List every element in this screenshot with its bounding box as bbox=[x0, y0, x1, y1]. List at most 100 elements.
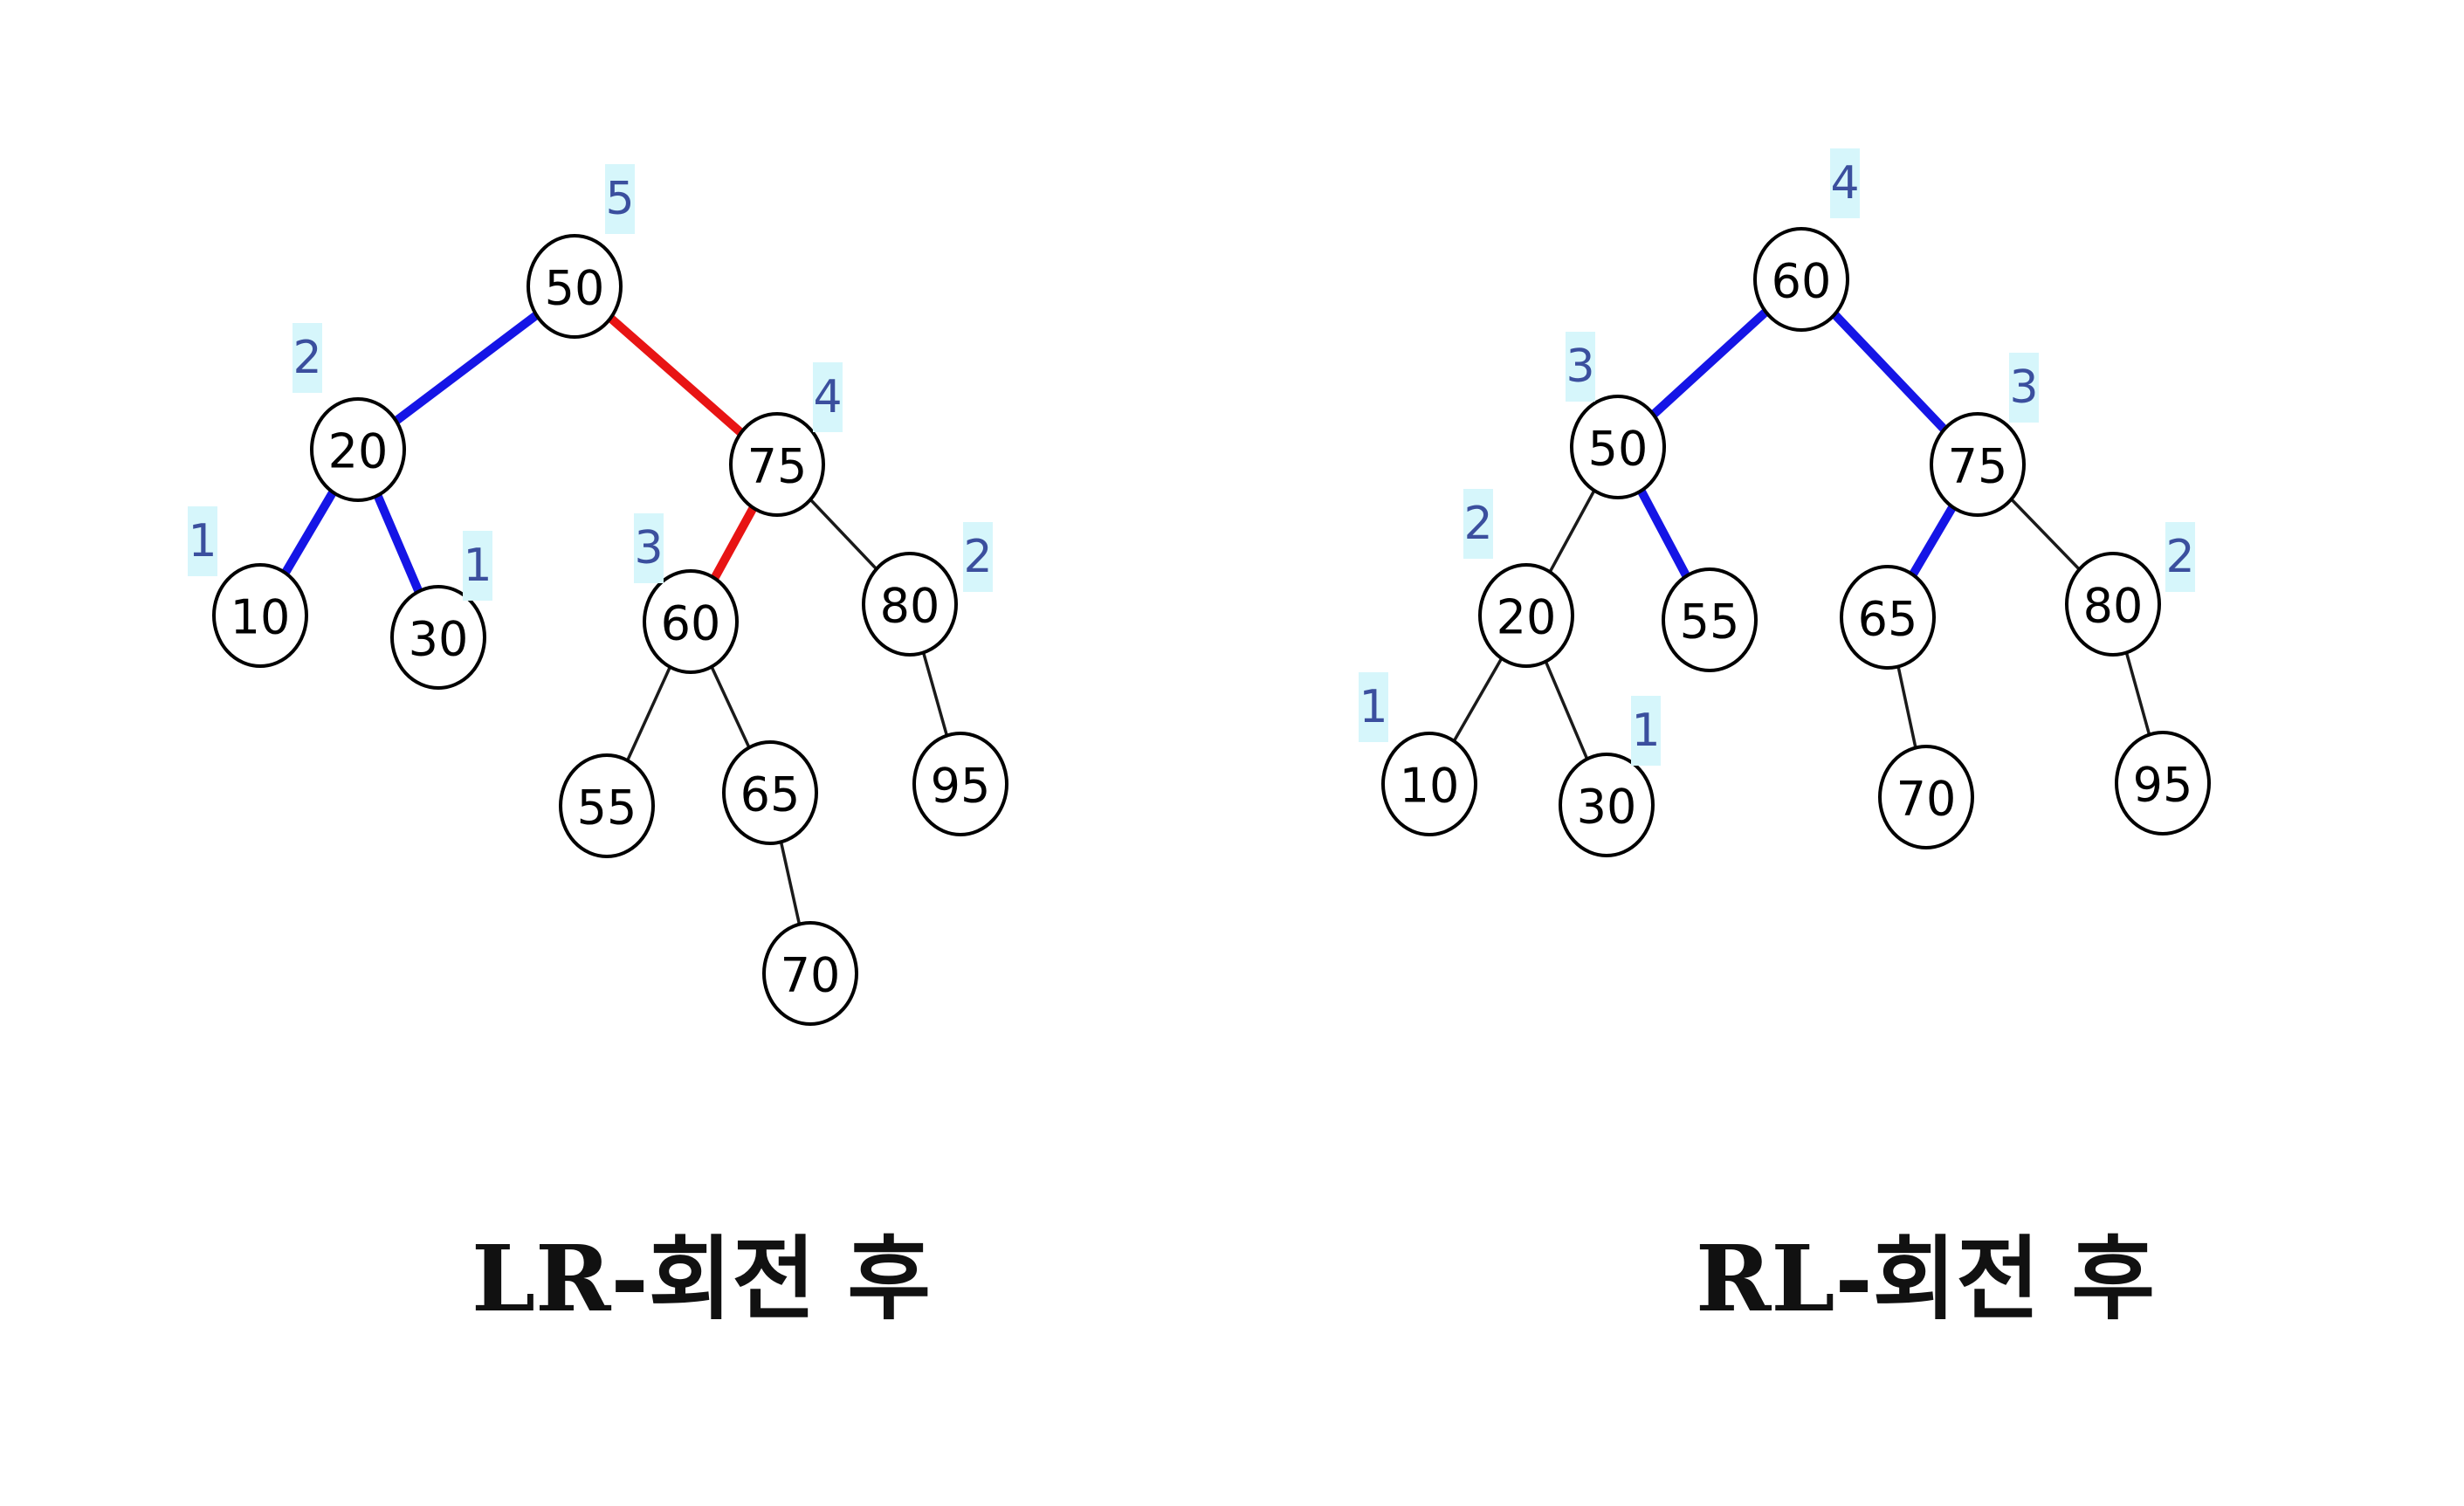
height-badge-bg bbox=[813, 362, 843, 432]
node-label: 70 bbox=[781, 948, 841, 1003]
node-label: 10 bbox=[231, 590, 291, 645]
node-label: 95 bbox=[2133, 758, 2193, 813]
node-10: 10 bbox=[212, 563, 308, 668]
node-circle bbox=[729, 412, 825, 517]
height-badge-80: 2 bbox=[2165, 522, 2195, 592]
height-badge-50: 3 bbox=[1566, 332, 1595, 402]
node-circle bbox=[1381, 732, 1477, 836]
node-circle bbox=[2115, 731, 2211, 836]
rl-caption: RL-회전 후 bbox=[1696, 1225, 2155, 1332]
node-circle bbox=[1840, 565, 1936, 670]
node-95: 95 bbox=[912, 732, 1008, 836]
node-label: 70 bbox=[1896, 772, 1957, 827]
height-badge-bg bbox=[463, 531, 492, 601]
node-20: 20 bbox=[310, 397, 406, 502]
node-circle bbox=[212, 563, 308, 668]
height-badge-bg bbox=[1463, 489, 1493, 559]
node-circle bbox=[762, 921, 858, 1026]
node-circle bbox=[1930, 412, 2026, 517]
node-70: 70 bbox=[1878, 745, 1974, 849]
height-badge-bg bbox=[1830, 148, 1860, 218]
height-badge-75: 3 bbox=[2009, 353, 2039, 423]
node-label: 50 bbox=[545, 261, 605, 316]
node-label: 55 bbox=[1680, 595, 1740, 650]
node-circle bbox=[1559, 753, 1655, 857]
height-badge-30: 1 bbox=[463, 531, 492, 601]
node-50: 50 bbox=[1570, 395, 1666, 499]
height-badge-60: 4 bbox=[1830, 148, 1860, 218]
height-badge-bg bbox=[634, 513, 664, 583]
node-circle bbox=[912, 732, 1008, 836]
height-label: 3 bbox=[1566, 340, 1594, 393]
node-65: 65 bbox=[1840, 565, 1936, 670]
node-20: 20 bbox=[1478, 563, 1574, 668]
node-50: 50 bbox=[527, 234, 623, 339]
height-label: 1 bbox=[188, 515, 217, 567]
node-30: 30 bbox=[1559, 753, 1655, 857]
height-badge-10: 1 bbox=[1359, 672, 1388, 742]
node-label: 10 bbox=[1400, 759, 1460, 814]
height-badge-30: 1 bbox=[1631, 696, 1661, 766]
node-circle bbox=[1753, 227, 1849, 332]
node-65: 65 bbox=[722, 740, 818, 845]
height-label: 2 bbox=[2165, 531, 2194, 583]
height-label: 3 bbox=[634, 522, 663, 574]
height-badge-bg bbox=[963, 522, 993, 592]
height-label: 2 bbox=[963, 531, 992, 583]
height-badge-bg bbox=[188, 506, 217, 576]
height-badge-60: 3 bbox=[634, 513, 664, 583]
node-55: 55 bbox=[559, 753, 655, 858]
node-label: 75 bbox=[747, 439, 808, 494]
node-10: 10 bbox=[1381, 732, 1477, 836]
height-label: 2 bbox=[293, 332, 321, 384]
node-label: 95 bbox=[931, 759, 991, 814]
height-badge-bg bbox=[605, 164, 635, 234]
node-circle bbox=[310, 397, 406, 502]
height-label: 1 bbox=[1631, 705, 1660, 757]
height-badge-20: 2 bbox=[1463, 489, 1493, 559]
node-circle bbox=[527, 234, 623, 339]
height-badge-10: 1 bbox=[188, 506, 217, 576]
node-label: 80 bbox=[2083, 579, 2144, 634]
node-circle bbox=[1478, 563, 1574, 668]
node-60: 60 bbox=[1753, 227, 1849, 332]
height-label: 2 bbox=[1463, 498, 1492, 550]
node-80: 80 bbox=[862, 552, 958, 657]
height-label: 1 bbox=[463, 540, 492, 592]
height-label: 3 bbox=[2009, 361, 2038, 414]
node-label: 65 bbox=[740, 767, 801, 822]
node-label: 30 bbox=[409, 612, 469, 667]
node-55: 55 bbox=[1662, 567, 1758, 672]
node-label: 20 bbox=[1497, 590, 1557, 645]
node-circle bbox=[722, 740, 818, 845]
height-badge-bg bbox=[293, 323, 322, 393]
lr-caption: LR-회전 후 bbox=[471, 1225, 931, 1332]
node-75: 75 bbox=[1930, 412, 2026, 517]
height-badge-80: 2 bbox=[963, 522, 993, 592]
height-badge-bg bbox=[1359, 672, 1388, 742]
node-70: 70 bbox=[762, 921, 858, 1026]
node-circle bbox=[559, 753, 655, 858]
node-label: 55 bbox=[577, 781, 637, 836]
node-circle bbox=[1878, 745, 1974, 849]
node-80: 80 bbox=[2065, 552, 2161, 657]
node-circle bbox=[1662, 567, 1758, 672]
height-label: 4 bbox=[1830, 157, 1859, 210]
node-label: 60 bbox=[1772, 254, 1832, 309]
height-badge-20: 2 bbox=[293, 323, 322, 393]
node-label: 75 bbox=[1948, 439, 2008, 494]
height-badge-bg bbox=[1631, 696, 1661, 766]
node-label: 50 bbox=[1588, 422, 1648, 477]
node-circle bbox=[2065, 552, 2161, 657]
height-badge-75: 4 bbox=[813, 362, 843, 432]
node-label: 65 bbox=[1858, 592, 1918, 647]
height-label: 4 bbox=[813, 371, 842, 423]
node-circle bbox=[390, 585, 486, 690]
node-circle bbox=[1570, 395, 1666, 499]
node-circle bbox=[862, 552, 958, 657]
height-label: 1 bbox=[1359, 681, 1387, 733]
node-label: 30 bbox=[1577, 780, 1637, 835]
